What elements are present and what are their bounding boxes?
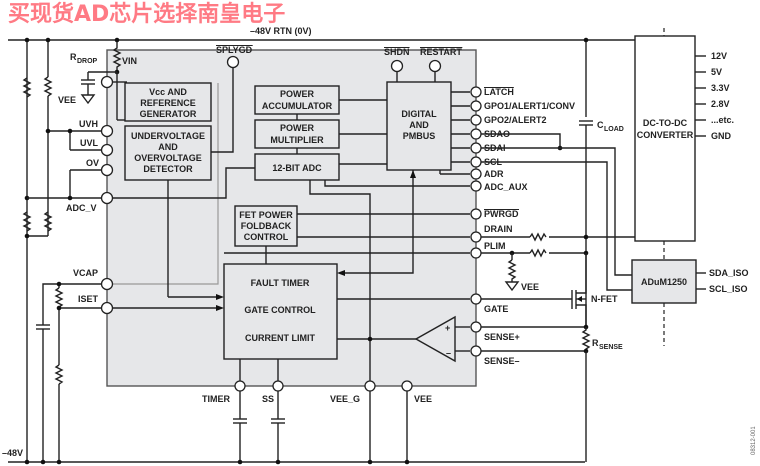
pin-gpo1-label: GPO1/ALERT1/CONV [484, 101, 575, 111]
digital-line3: PMBUS [403, 131, 436, 141]
power-mult-line2: MULTIPLIER [270, 135, 324, 145]
pin-vcap [100, 277, 114, 291]
pin-vcap-label: VCAP [73, 268, 98, 278]
pin-gate-label: GATE [484, 304, 508, 314]
comparator-plus: + [445, 323, 450, 333]
bottom-pins: TIMER SS VEE_G VEE [202, 380, 432, 465]
pin-vee-label: VEE [414, 394, 432, 404]
comparator-minus: – [446, 348, 451, 358]
c-load-label: C [597, 120, 604, 130]
pin-iset-label: ISET [78, 294, 99, 304]
dc-dc-converter: DC-TO-DC CONVERTER 12V 5V 3.3V 2.8V ...e… [634, 28, 734, 242]
pin-shdn [390, 59, 404, 73]
pin-adc-aux-label: ADC_AUX [484, 182, 528, 192]
digital-pmbus-block [386, 81, 452, 171]
vcc-ref-line3: GENERATOR [140, 109, 197, 119]
power-mult-line1: POWER [280, 123, 315, 133]
pin-adc-v-label: ADC_V [66, 203, 97, 213]
pin-ss-label: SS [262, 394, 274, 404]
uvov-line2: AND [158, 142, 178, 152]
dcdc-line1: DC-TO-DC [643, 118, 688, 128]
watermark-text: 买现货AD芯片选择南皇电子 [8, 1, 285, 27]
pin-uvl [100, 143, 114, 157]
dcdc-out-gnd: GND [711, 131, 732, 141]
pin-plim-label: PLIM [484, 241, 506, 251]
pin-uvh [100, 124, 114, 138]
pin-sense-plus-label: SENSE+ [484, 332, 520, 342]
pin-shdn-label: SHDN [384, 47, 410, 57]
dcdc-out-5v: 5V [711, 67, 722, 77]
uvov-line4: DETECTOR [143, 164, 193, 174]
top-pins: SPLYGD SHDN RESTART [216, 45, 463, 73]
vcc-ref-line1: Vcc AND [149, 87, 187, 97]
figure-id: 08312-001 [751, 426, 757, 455]
adc-label: 12-BIT ADC [272, 163, 322, 173]
ground-triangle-icon [80, 94, 96, 105]
pin-gpo2-label: GPO2/ALERT2 [484, 115, 547, 125]
rail-top-label: –48V RTN (0V) [250, 26, 312, 36]
pin-vin [100, 75, 114, 89]
r-sense-sub: SENSE [599, 344, 623, 351]
adum1250-isolator: ADuM1250 SDA_ISO SCL_ISO [631, 241, 749, 346]
vee-left-label: VEE [58, 95, 76, 105]
pin-ov-label: OV [86, 158, 99, 168]
dcdc-out-2v8: 2.8V [711, 99, 730, 109]
pin-splygd [226, 55, 240, 69]
fault-timer-label: FAULT TIMER [251, 278, 310, 288]
pin-uvh-label: UVH [79, 119, 98, 129]
pin-timer-label: TIMER [202, 394, 230, 404]
pin-adr-label: ADR [484, 169, 504, 179]
c-load-sub: LOAD [604, 126, 624, 133]
pin-restart [428, 59, 442, 73]
foldback-line3: CONTROL [244, 232, 289, 242]
digital-line2: AND [409, 120, 429, 130]
pin-iset [100, 301, 114, 315]
sense-comparator: + – [414, 315, 470, 363]
uvov-line3: OVERVOLTAGE [134, 153, 202, 163]
vcap-iset-network [36, 281, 101, 465]
digital-line1: DIGITAL [401, 109, 437, 119]
pin-adc-v [100, 191, 114, 205]
r-sense-label: R [592, 338, 599, 348]
pin-latch-label: LATCH [484, 87, 514, 97]
pin-sense-minus-label: SENSE– [484, 356, 520, 366]
pin-uvl-label: UVL [80, 138, 99, 148]
foldback-line2: FOLDBACK [241, 221, 292, 231]
gate-control-label: GATE CONTROL [244, 305, 316, 315]
foldback-line1: FET POWER [239, 210, 293, 220]
uvov-line1: UNDERVOLTAGE [131, 131, 205, 141]
vcc-reference-block [124, 82, 212, 122]
vcc-ref-line2: REFERENCE [140, 98, 196, 108]
pin-restart-label: RESTART [420, 47, 462, 57]
scl-iso-label: SCL_ISO [709, 284, 748, 294]
current-limit-label: CURRENT LIMIT [245, 333, 315, 343]
pin-vin-label: VIN [122, 56, 137, 66]
right-pins: LATCH GPO1/ALERT1/CONV GPO2/ALERT2 SDAO … [470, 86, 575, 366]
r-drop-label: R [70, 52, 77, 62]
r-drop-sub: DROP [77, 58, 98, 65]
ground-triangle-icon [504, 281, 520, 292]
dcdc-out-etc: ...etc. [711, 115, 734, 125]
dcdc-out-12v: 12V [711, 51, 727, 61]
n-fet-label: N-FET [591, 294, 618, 304]
internal-wiring [113, 67, 470, 381]
left-divider-network [22, 37, 101, 465]
fault-gate-current-block [223, 263, 338, 360]
pin-splygd-label: SPLYGD [216, 45, 253, 55]
pin-vee-g-label: VEE_G [330, 394, 360, 404]
power-acc-line2: ACCUMULATOR [262, 101, 333, 111]
rail-bottom-label: –48V [2, 448, 23, 458]
pin-ov [100, 163, 114, 177]
pin-pwrgd-label: PWRGD [484, 209, 519, 219]
pin-drain-label: DRAIN [484, 224, 513, 234]
vee-plim-label: VEE [521, 282, 539, 292]
sda-iso-label: SDA_ISO [709, 268, 749, 278]
power-acc-line1: POWER [280, 89, 315, 99]
vee-filter-cap: VEE [58, 71, 117, 105]
load-network: C LOAD VEE N-FET R SENSE [481, 37, 635, 462]
adum-label: ADuM1250 [641, 277, 687, 287]
left-pins: VIN UVH UVL OV ADC_V VCAP ISET [66, 56, 137, 315]
dcdc-out-3v3: 3.3V [711, 83, 730, 93]
dcdc-line2: CONVERTER [637, 130, 694, 140]
